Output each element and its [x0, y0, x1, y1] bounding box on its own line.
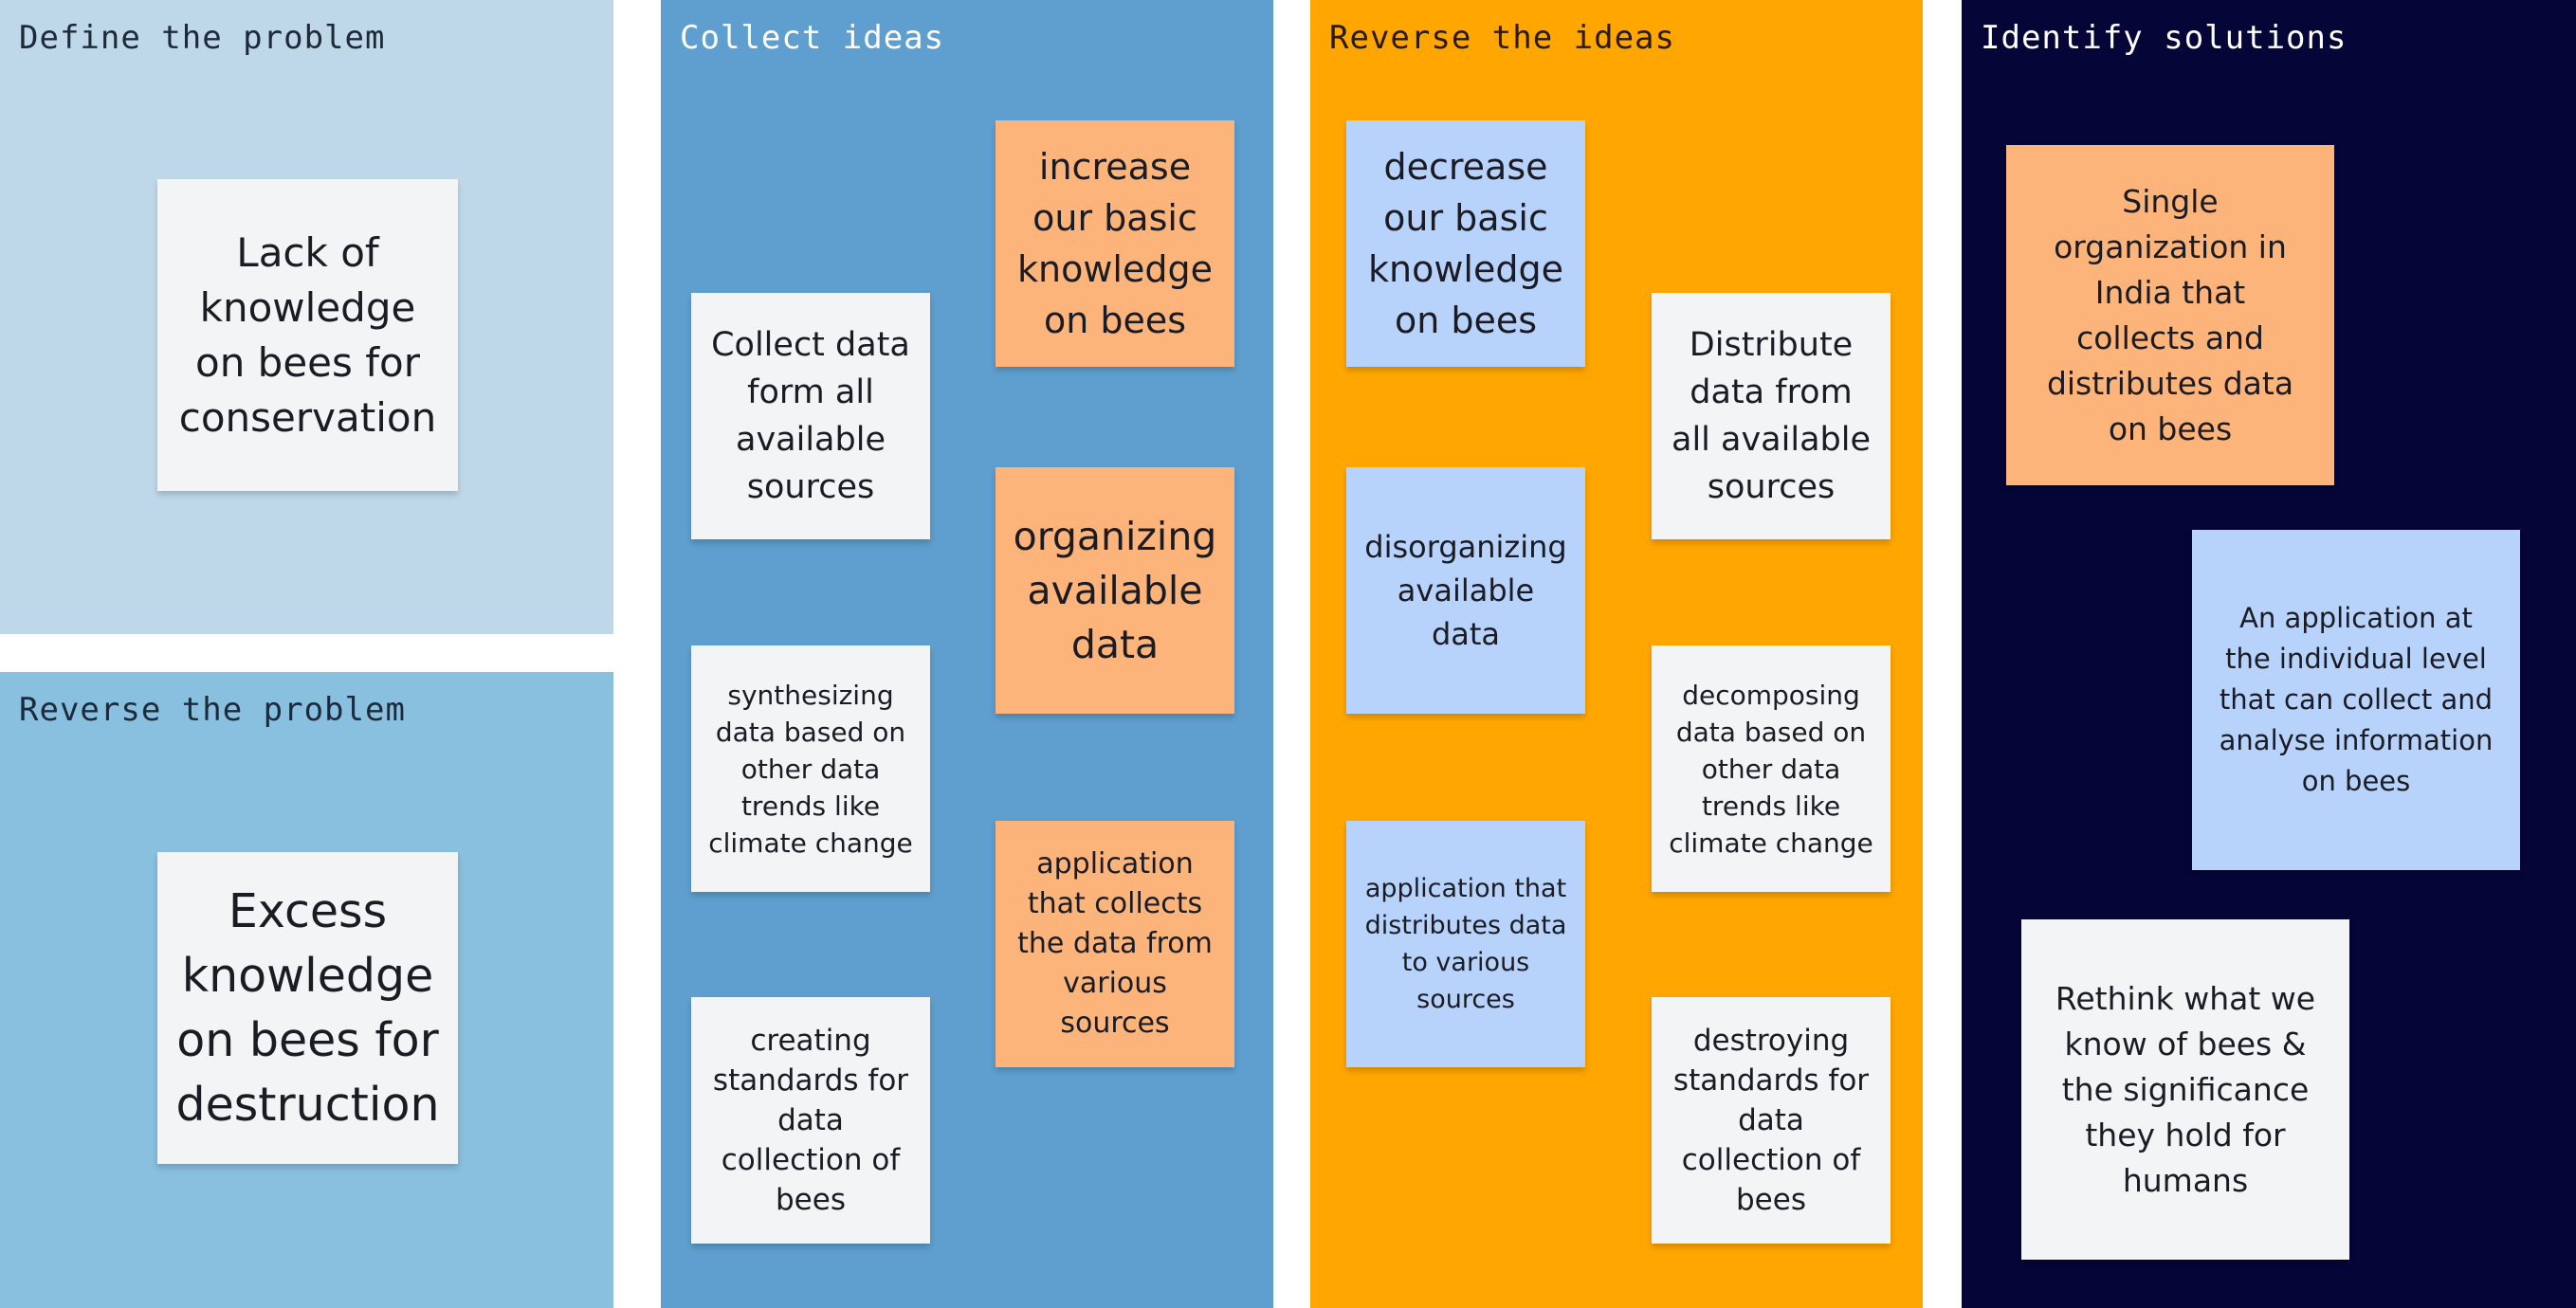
frame-title: Reverse the problem [19, 691, 406, 729]
sticky-note-reversed-idea[interactable]: destroying standards for data collection… [1652, 997, 1891, 1244]
sticky-note-idea[interactable]: Collect data form all available sources [691, 293, 930, 539]
sticky-note-reversed-idea[interactable]: application that distributes data to var… [1346, 821, 1585, 1067]
sticky-note-text: Collect data form all available sources [711, 326, 910, 506]
frame-identify-solutions: Identify solutions Single organization i… [1962, 0, 2576, 1308]
frame-define-problem: Define the problem Lack of knowledge on … [0, 0, 613, 634]
sticky-note-solution[interactable]: Rethink what we know of bees & the signi… [2021, 919, 2349, 1260]
sticky-note-text: application that collects the data from … [1017, 847, 1213, 1040]
sticky-note-solution[interactable]: An application at the individual level t… [2192, 530, 2520, 870]
sticky-note-reversed-problem[interactable]: Excess knowledge on bees for destruction [157, 852, 458, 1164]
sticky-note-idea[interactable]: increase our basic knowledge on bees [996, 120, 1234, 367]
sticky-note-text: increase our basic knowledge on bees [1017, 146, 1213, 341]
frame-reverse-ideas: Reverse the ideas decrease our basic kno… [1310, 0, 1923, 1308]
sticky-note-text: destroying standards for data collection… [1672, 1024, 1870, 1217]
sticky-note-idea[interactable]: synthesizing data based on other data tr… [691, 645, 930, 892]
sticky-note-idea[interactable]: creating standards for data collection o… [691, 997, 930, 1244]
sticky-note-text: synthesizing data based on other data tr… [708, 679, 913, 859]
sticky-note-idea[interactable]: organizing available data [996, 467, 1234, 714]
sticky-note-text: disorganizing available data [1364, 529, 1567, 652]
sticky-note-reversed-idea[interactable]: decrease our basic knowledge on bees [1346, 120, 1585, 367]
sticky-note-text: Excess knowledge on bees for destruction [175, 883, 440, 1132]
sticky-note-text: Distribute data from all available sourc… [1672, 326, 1871, 506]
frame-title: Reverse the ideas [1329, 19, 1675, 57]
sticky-note-text: Lack of knowledge on bees for conservati… [178, 228, 437, 441]
sticky-note-text: creating standards for data collection o… [712, 1024, 909, 1217]
sticky-note-reversed-idea[interactable]: Distribute data from all available sourc… [1652, 293, 1891, 539]
sticky-note-idea[interactable]: application that collects the data from … [996, 821, 1234, 1067]
sticky-note-text: decomposing data based on other data tre… [1669, 679, 1873, 859]
sticky-note-problem[interactable]: Lack of knowledge on bees for conservati… [157, 179, 458, 491]
sticky-note-text: organizing available data [1013, 513, 1217, 667]
sticky-note-text: application that distributes data to var… [1364, 874, 1567, 1014]
sticky-note-text: Single organization in India that collec… [2046, 182, 2294, 447]
sticky-note-text: Rethink what we know of bees & the signi… [2055, 979, 2316, 1199]
sticky-note-reversed-idea[interactable]: disorganizing available data [1346, 467, 1585, 714]
frame-title: Collect ideas [680, 19, 945, 57]
frame-title: Define the problem [19, 19, 386, 57]
frame-title: Identify solutions [1981, 19, 2348, 57]
frame-reverse-problem: Reverse the problem Excess knowledge on … [0, 672, 613, 1308]
sticky-note-solution[interactable]: Single organization in India that collec… [2006, 145, 2334, 485]
sticky-note-text: decrease our basic knowledge on bees [1368, 146, 1563, 341]
frame-collect-ideas: Collect ideas increase our basic knowled… [661, 0, 1273, 1308]
sticky-note-text: An application at the individual level t… [2219, 602, 2494, 797]
sticky-note-reversed-idea[interactable]: decomposing data based on other data tre… [1652, 645, 1891, 892]
